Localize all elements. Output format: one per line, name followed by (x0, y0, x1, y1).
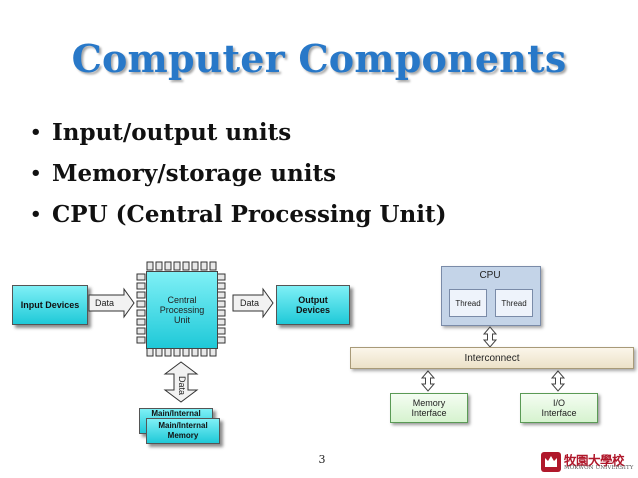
memory-back-label: Main/Internal (151, 409, 201, 418)
data-in-arrow-icon (88, 287, 135, 319)
university-logo: 牧園大學校 MOKWON UNIVERSITY (540, 450, 634, 474)
thread-1-label: Thread (455, 298, 481, 308)
memory-interconnect-arrow-icon (420, 370, 436, 392)
memory-front-label-line2: Memory (167, 431, 199, 440)
interconnect-label: Interconnect (464, 352, 520, 364)
cpu-label-line1: Central (167, 295, 197, 305)
io-interface-box: I/O Interface (520, 393, 598, 423)
input-devices-box: Input Devices (12, 285, 88, 325)
input-devices-label: Input Devices (20, 300, 80, 310)
bullet-item: • Input/output units (30, 112, 446, 153)
io-interface-line1: I/O (552, 398, 565, 408)
io-interconnect-arrow-icon (550, 370, 566, 392)
data-out-arrow-icon (232, 287, 274, 319)
data-in-label: Data (95, 298, 115, 308)
bullet-dot-icon: • (30, 163, 42, 184)
memory-interface-line1: Memory (412, 398, 446, 408)
cpu-block-label: CPU (479, 270, 501, 281)
page-number: 3 (318, 453, 326, 466)
cpu-pins-left (136, 273, 146, 344)
cpu-chip: Central Processing Unit (146, 271, 218, 349)
memory-interface-box: Memory Interface (390, 393, 468, 423)
memory-box-front: Main/Internal Memory (146, 418, 220, 444)
bullet-dot-icon: • (30, 204, 42, 225)
university-emblem-icon (541, 452, 561, 472)
thread-2-label: Thread (501, 298, 527, 308)
bullet-list: • Input/output units • Memory/storage unit… (30, 112, 446, 235)
bullet-dot-icon: • (30, 122, 42, 143)
output-devices-box: Output Devices (276, 285, 350, 325)
memory-interface-line2: Interface (411, 408, 447, 418)
output-label-line2: Devices (295, 305, 331, 315)
cpu-pins-top (146, 261, 217, 271)
bullet-item: • Memory/storage units (30, 153, 446, 194)
bullet-item: • CPU (Central Processing Unit) (30, 194, 446, 235)
interconnect-bar: Interconnect (350, 347, 634, 369)
thread-box-2: Thread (495, 289, 533, 317)
cpu-label-line3: Unit (173, 315, 190, 325)
slide-title: Computer Components (71, 36, 567, 81)
output-label-line1: Output (298, 295, 328, 305)
bullet-text: CPU (Central Processing Unit) (52, 201, 447, 228)
bullet-text: Memory/storage units (52, 160, 337, 187)
io-interface-line2: Interface (541, 408, 577, 418)
cpu-interconnect-arrow-icon (482, 326, 498, 348)
memory-front-label-line1: Main/Internal (158, 421, 208, 430)
thread-box-1: Thread (449, 289, 487, 317)
logo-name-cjk: 牧園大學校 (564, 453, 625, 468)
logo-name-en: MOKWON UNIVERSITY (564, 465, 634, 471)
cpu-label-line2: Processing (159, 305, 205, 315)
data-out-label: Data (240, 298, 260, 308)
bullet-text: Input/output units (52, 119, 292, 146)
data-vertical-arrow-icon (163, 361, 199, 403)
